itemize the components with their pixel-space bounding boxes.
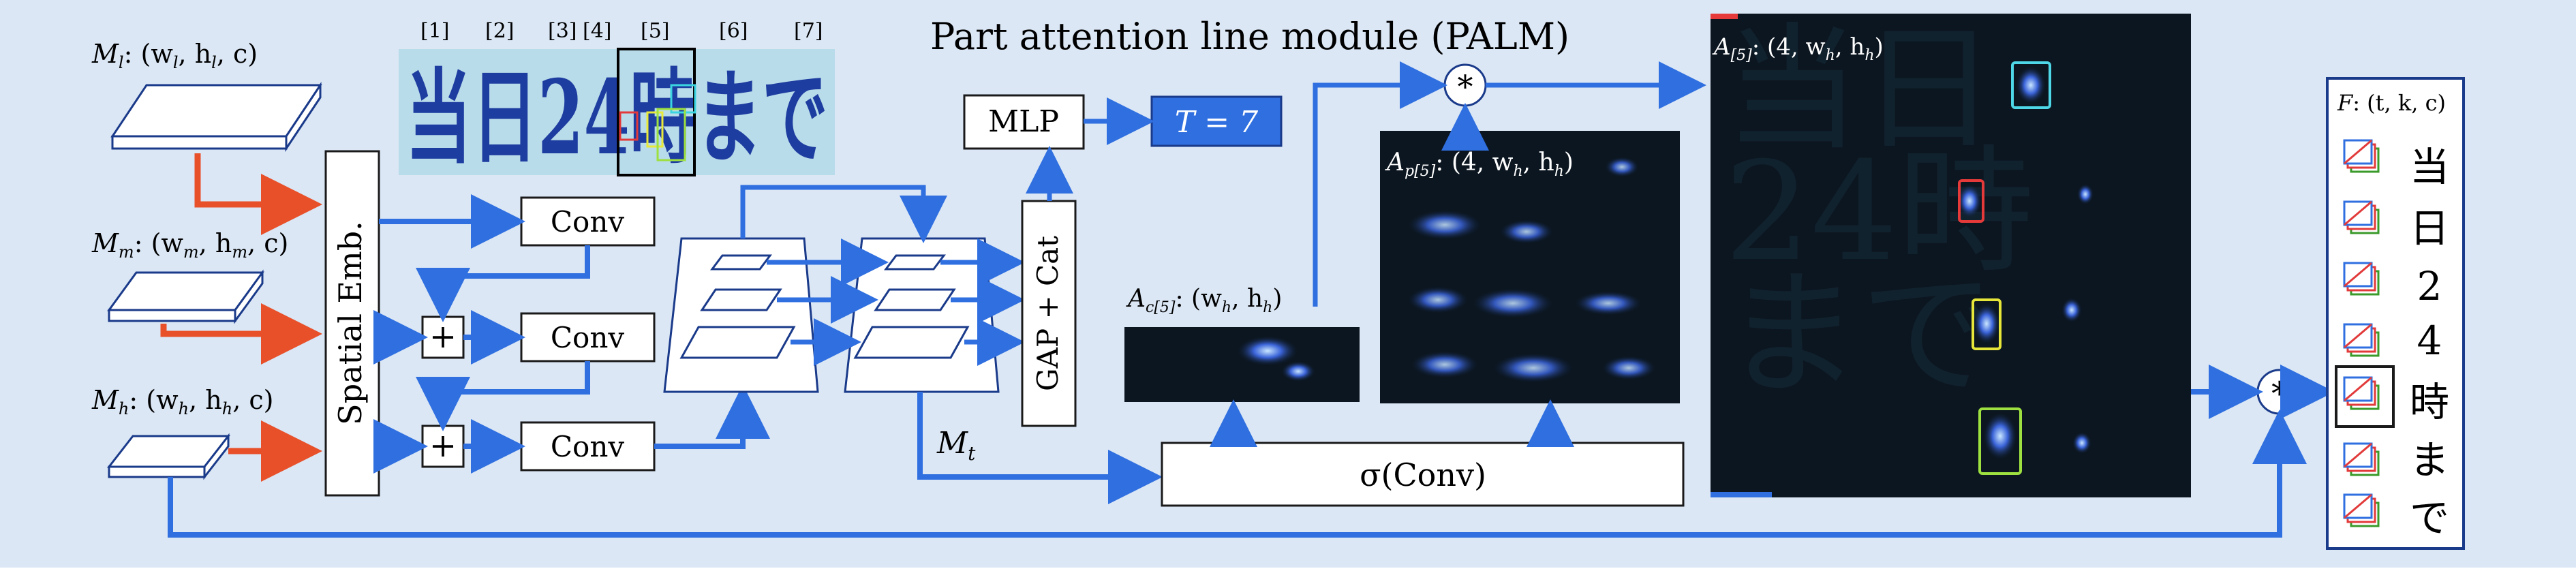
svg-text:[5]: [5] [641,19,670,43]
ac-map [1124,327,1360,402]
ap-label: Ap[5]: (4, wh, hh) [1385,149,1574,180]
gap-cat-box: GAP + Cat [1021,200,1077,427]
output-char: ま [2410,437,2449,483]
svg-text:F: (t, k, c): F: (t, k, c) [2337,90,2446,116]
conv-2: Conv [520,312,656,362]
svg-text:Conv: Conv [551,430,624,463]
svg-text:σ(Conv): σ(Conv) [1360,457,1486,493]
svg-text:+: + [429,318,457,356]
t-output-box: T = 7 [1150,95,1283,147]
svg-text:[1]: [1] [420,19,450,43]
mlp-box: MLP [963,94,1085,150]
input-mh: Mh: (wh, hh, c) [91,385,273,480]
right-arrows [168,365,2335,538]
fpn-arrows [740,185,1025,366]
plus-1: + [421,315,465,359]
attention-arrows [1210,61,1706,447]
svg-text:Mt: Mt [936,426,976,465]
mt-label: Mt [936,426,976,465]
output-cubes [2335,139,2395,527]
output-char: 時 [2410,379,2449,425]
svg-text:Mm: (wm, hm, c): Mm: (wm, hm, c) [91,228,288,262]
svg-text:Ml: (wl, hl, c): Ml: (wl, hl, c) [91,39,258,72]
svg-text:Conv: Conv [551,321,624,354]
svg-text:Spatial Emb.: Spatial Emb. [332,221,369,425]
svg-text:[4]: [4] [583,19,612,43]
svg-text:+: + [429,427,457,465]
svg-text:*: * [1458,68,1473,105]
spatial-emb-box: Spatial Emb. [324,150,380,497]
output-char: 2 [2417,263,2442,309]
svg-text:*: * [2271,375,2288,413]
char-index-labels: [1] [2] [3] [4] [5] [6] [7] [420,19,823,43]
svg-text:Conv: Conv [551,205,624,238]
svg-text:[2]: [2] [485,19,515,43]
output-char: 当 [2410,144,2449,190]
output-char: 日 [2410,205,2449,251]
output-chars: 当 日 2 4 時 ま で [2410,144,2449,541]
conv-3: Conv [520,421,656,472]
svg-text:[6]: [6] [719,19,748,43]
multiply-node-top: * [1443,63,1487,107]
ap-map [1380,131,1680,403]
svg-text:MLP: MLP [988,104,1059,139]
sigma-conv-box: σ(Conv) [1161,442,1685,507]
palm-title: Part attention line module (PALM) [930,15,1569,58]
svg-text:まで: まで [1724,256,1997,414]
svg-text:Mh: (wh, hh, c): Mh: (wh, hh, c) [91,385,273,418]
svg-text:A[5]: (4, wh, hh): A[5]: (4, wh, hh) [1712,33,1884,64]
a5-map: 当日 24時 まで [1711,10,2191,497]
svg-text:[7]: [7] [794,19,823,43]
svg-text:T = 7: T = 7 [1175,105,1258,140]
mlp-arrows [1026,97,1154,201]
output-char: で [2410,495,2449,541]
output-char: 4 [2417,318,2442,364]
input-ml: Ml: (wl, hl, c) [91,39,322,152]
svg-text:Ap[5]: (4, wh, hh): Ap[5]: (4, wh, hh) [1385,149,1574,180]
input-mm: Mm: (wm, hm, c) [91,228,288,324]
conv-1: Conv [520,196,656,247]
svg-text:Ac[5]: (wh, hh): Ac[5]: (wh, hh) [1126,285,1282,316]
fpn-left [663,237,819,393]
svg-text:当日: 当日 [1724,10,1997,169]
mt-arrow [917,392,1163,504]
multiply-node-right: * [2256,369,2303,415]
svg-text:GAP + Cat: GAP + Cat [1031,236,1064,391]
input-image: 当日24時まで [399,48,835,178]
blue-arrows-left [373,194,770,474]
a5-label: A[5]: (4, wh, hh) [1712,33,1884,64]
ac-label: Ac[5]: (wh, hh) [1126,285,1282,316]
red-arrows [160,153,322,482]
plus-2: + [421,425,465,468]
svg-text:[3]: [3] [548,19,577,43]
